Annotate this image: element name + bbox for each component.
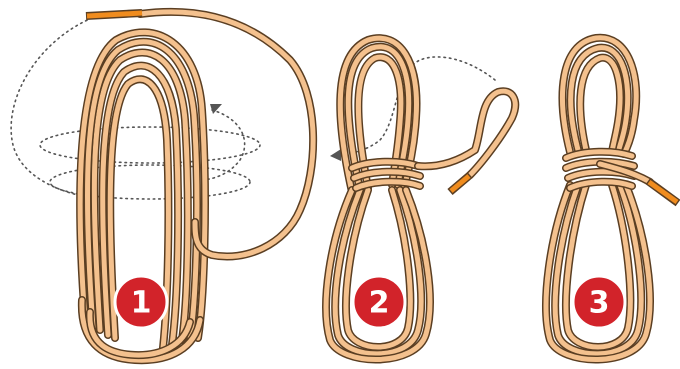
step-2-working-end (418, 91, 515, 192)
step-1-circular-motion-path-upper (40, 127, 260, 163)
step-2-number: 2 (369, 286, 390, 321)
step-2-figure: 2 (326, 38, 515, 359)
step-3-number: 3 (589, 286, 610, 321)
step-2-badge: 2 (353, 276, 405, 328)
step-1-badge: 1 (115, 276, 167, 328)
step-1-motion-arrowhead (210, 104, 222, 114)
step-3-figure: 3 (546, 38, 678, 360)
step-1-figure: 1 (11, 12, 313, 360)
step-2-wraps (352, 162, 420, 188)
step-2-motion-arrowhead (330, 149, 341, 161)
step-3-badge: 3 (573, 276, 625, 328)
step-1-number: 1 (131, 286, 152, 321)
